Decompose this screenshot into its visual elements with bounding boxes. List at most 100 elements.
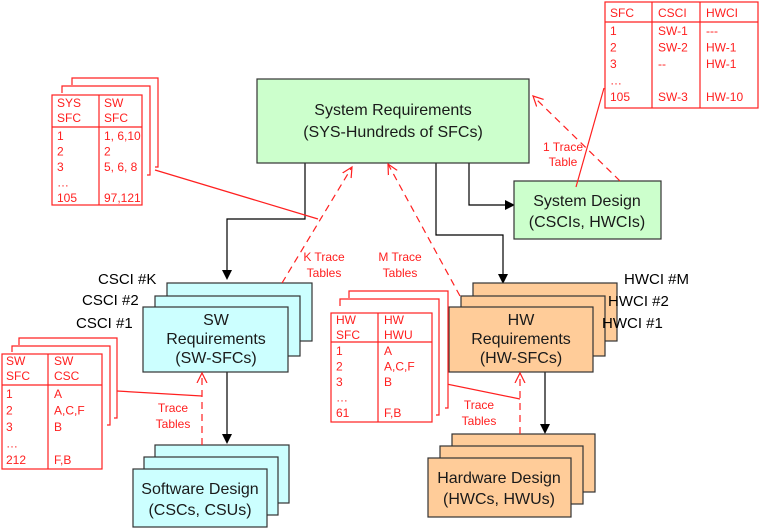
sw-requirements-line1: SW — [203, 312, 230, 329]
hw-requirements-line1: HW — [508, 312, 536, 329]
system-design-title: System Design — [533, 193, 641, 210]
sysreq-to-hwreq-connector — [435, 163, 508, 284]
one-trace-label-line1: 1 Trace — [543, 140, 583, 154]
sw-csc-table-leader — [116, 390, 203, 397]
sys-sw-header-col1-line1: SYS — [57, 96, 81, 110]
hw-requirements-stack[interactable]: HW Requirements (HW-SFCs) — [448, 282, 618, 373]
table-cell: F,B — [54, 453, 71, 467]
system-requirements-title: System Requirements — [314, 102, 471, 119]
table-cell: 2 — [610, 41, 617, 55]
system-design-subtitle: (CSCIs, HWCIs) — [529, 214, 645, 231]
sysreq-to-swreq-connector — [222, 163, 306, 280]
hw-requirements-card-1 — [448, 306, 594, 373]
sw-csc-header-col1-line1: SW — [6, 354, 26, 368]
software-design-subtitle: (CSCs, CSUs) — [148, 502, 251, 519]
table-cell: 5, 6, 8 — [104, 160, 138, 174]
table-cell: A — [54, 387, 62, 401]
sw-requirements-line3: (SW-SFCs) — [175, 350, 256, 367]
table-cell: 1 — [6, 387, 13, 401]
table-cell: … — [6, 437, 18, 451]
table-cell: SW-2 — [658, 41, 688, 55]
table-cell: B — [54, 420, 62, 434]
csci-2-label: CSCI #2 — [82, 292, 139, 309]
hw-trace-label-line1: Trace — [464, 398, 495, 412]
table-cell: A,C,F — [384, 360, 415, 374]
table-cell: HW-10 — [706, 90, 743, 104]
sys-sw-header-col2-line1: SW — [104, 96, 124, 110]
system-trace-header-csci: CSCI — [658, 6, 687, 20]
sw-csc-header-col2-line2: CSC — [54, 369, 80, 383]
table-cell: 2 — [336, 360, 343, 374]
system-requirements-box[interactable]: System Requirements (SYS-Hundreds of SFC… — [256, 78, 530, 164]
sw-csc-header-col2-line1: SW — [54, 354, 74, 368]
software-design-stack[interactable]: Software Design (CSCs, CSUs) — [132, 444, 290, 528]
table-cell: 105 — [57, 191, 77, 205]
sw-requirements-stack[interactable]: SW Requirements (SW-SFCs) — [142, 282, 313, 373]
table-cell: 2 — [104, 145, 111, 159]
hardware-design-stack[interactable]: Hardware Design (HWCs, HWUs) — [427, 433, 596, 518]
table-cell: HW-1 — [706, 57, 737, 71]
system-trace-header-sfc: SFC — [610, 6, 634, 20]
table-cell: 3 — [336, 375, 343, 389]
table-cell: B — [384, 375, 392, 389]
hardware-design-subtitle: (HWCs, HWUs) — [443, 491, 555, 508]
software-design-title: Software Design — [141, 481, 258, 498]
sysdesign-to-sysreq-trace-arrow — [533, 96, 621, 182]
sys-sw-header-col1-line2: SFC — [57, 111, 81, 125]
table-cell: 97,121 — [104, 191, 141, 205]
hardware-design-title: Hardware Design — [437, 470, 561, 487]
table-cell: … — [336, 391, 348, 405]
table-cell: … — [57, 176, 69, 190]
system-design-box[interactable]: System Design (CSCIs, HWCIs) — [513, 180, 662, 240]
table-cell: A — [384, 344, 392, 358]
table-cell: … — [610, 74, 622, 88]
table-cell: 1, 6,10 — [104, 129, 141, 143]
system-requirements-subtitle: (SYS-Hundreds of SFCs) — [303, 124, 483, 141]
table-cell: HW-1 — [706, 41, 737, 55]
swreq-to-sysreq-trace-arrow — [281, 167, 352, 284]
table-cell: 212 — [6, 453, 26, 467]
sysreq-to-sysdesign-connector — [468, 163, 515, 210]
hw-requirements-line3: (HW-SFCs) — [480, 350, 562, 367]
sw-requirements-line2: Requirements — [166, 331, 266, 348]
table-cell: F,B — [384, 406, 401, 420]
sw-csc-header-col1-line2: SFC — [6, 369, 30, 383]
hw-hwu-header-col1-line2: SFC — [336, 328, 360, 342]
hw-hwu-header-col2-line1: HW — [384, 313, 405, 327]
table-cell: SW-3 — [658, 90, 688, 104]
table-cell: -- — [658, 57, 666, 71]
table-cell: 105 — [610, 90, 630, 104]
hwci-m-label: HWCI #M — [624, 271, 689, 288]
hwci-1-label: HWCI #1 — [602, 315, 663, 332]
table-cell: 61 — [336, 406, 350, 420]
system-trace-header-hwci: HWCI — [706, 6, 738, 20]
hw-hwu-header-col1-line1: HW — [336, 313, 357, 327]
hardware-design-card-1 — [427, 457, 572, 518]
csci-1-label: CSCI #1 — [76, 315, 133, 332]
hw-hwu-rows: 1 A 2 A,C,F 3 B …61 F,B — [336, 344, 415, 420]
table-cell: 1 — [57, 129, 64, 143]
sw-trace-label-line1: Trace — [158, 401, 189, 415]
trace-arrows — [202, 96, 621, 445]
table-cell: SW-1 — [658, 24, 688, 38]
system-trace-table-leader — [575, 87, 605, 188]
table-cell: 1 — [610, 24, 617, 38]
m-trace-label-line2: Tables — [383, 266, 418, 280]
sw-trace-label-line2: Tables — [156, 417, 191, 431]
m-trace-label-line1: M Trace — [378, 250, 422, 264]
table-cell: --- — [706, 24, 718, 38]
flow-connectors — [222, 163, 550, 444]
table-cell: 3 — [6, 420, 13, 434]
table-cell: 1 — [336, 344, 343, 358]
k-trace-label-line1: K Trace — [303, 250, 345, 264]
sw-requirements-card-1 — [142, 306, 289, 373]
csci-k-label: CSCI #K — [98, 271, 156, 288]
k-trace-label-line2: Tables — [307, 266, 342, 280]
one-trace-label-line2: Table — [549, 155, 578, 169]
table-cell: 3 — [610, 57, 617, 71]
